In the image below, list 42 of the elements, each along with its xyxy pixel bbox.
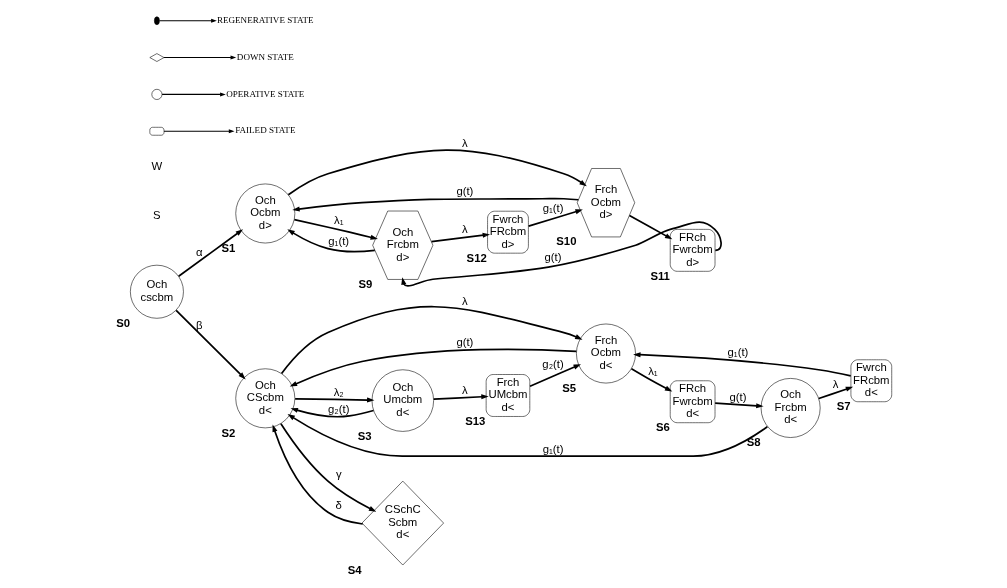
edge-label: β <box>195 318 203 331</box>
edge-label: α <box>195 246 203 259</box>
edge-label: g₁(t) <box>542 442 563 455</box>
legend-label: FAILED STATE <box>234 125 295 136</box>
edge-label: g₂(t) <box>541 358 564 371</box>
node-label: S4 <box>347 563 362 576</box>
edge-label: λ₁ <box>647 365 658 378</box>
node-label: S6 <box>655 421 670 434</box>
edge-label: λ <box>461 136 468 149</box>
edge-label: g₁(t) <box>727 346 748 359</box>
edge-label: g(t) <box>455 336 473 349</box>
legend-label: OPERATIVE STATE <box>225 88 304 99</box>
edge-label: λ₂ <box>333 385 344 398</box>
node-label: S2 <box>220 426 235 439</box>
node-label: S0 <box>115 316 130 329</box>
node-label: S9 <box>358 278 372 290</box>
edge-label: λ <box>832 378 838 391</box>
edge-label: δ <box>335 498 342 511</box>
edge-label: γ <box>335 467 342 480</box>
edge-label: g₁(t) <box>542 201 563 214</box>
node-label: S5 <box>561 381 576 394</box>
edge-label: λ₁ <box>333 213 343 226</box>
node-label: S8 <box>746 436 761 449</box>
edge-label: g₁(t) <box>327 235 349 248</box>
label: S <box>152 208 161 221</box>
node-label: S12 <box>466 251 487 264</box>
node-label: S11 <box>649 269 670 282</box>
node-label: S3 <box>357 429 372 442</box>
edge-label: λ <box>461 294 468 307</box>
label: W <box>151 160 162 173</box>
node-label: S7 <box>836 400 851 413</box>
node-label: S13 <box>464 414 485 427</box>
edge-label: g(t) <box>728 390 746 403</box>
edge-label: g(t) <box>455 185 473 198</box>
edge-label: g(t) <box>544 250 562 263</box>
edge-label: g₂(t) <box>327 402 349 415</box>
node-label: S1 <box>220 241 235 254</box>
legend-label: DOWN STATE <box>236 51 294 62</box>
legend-label: REGENERATIVE STATE <box>216 14 314 25</box>
edge-label: λ <box>461 223 468 236</box>
node-label: S10 <box>555 235 576 248</box>
edge-label: λ <box>461 383 468 396</box>
